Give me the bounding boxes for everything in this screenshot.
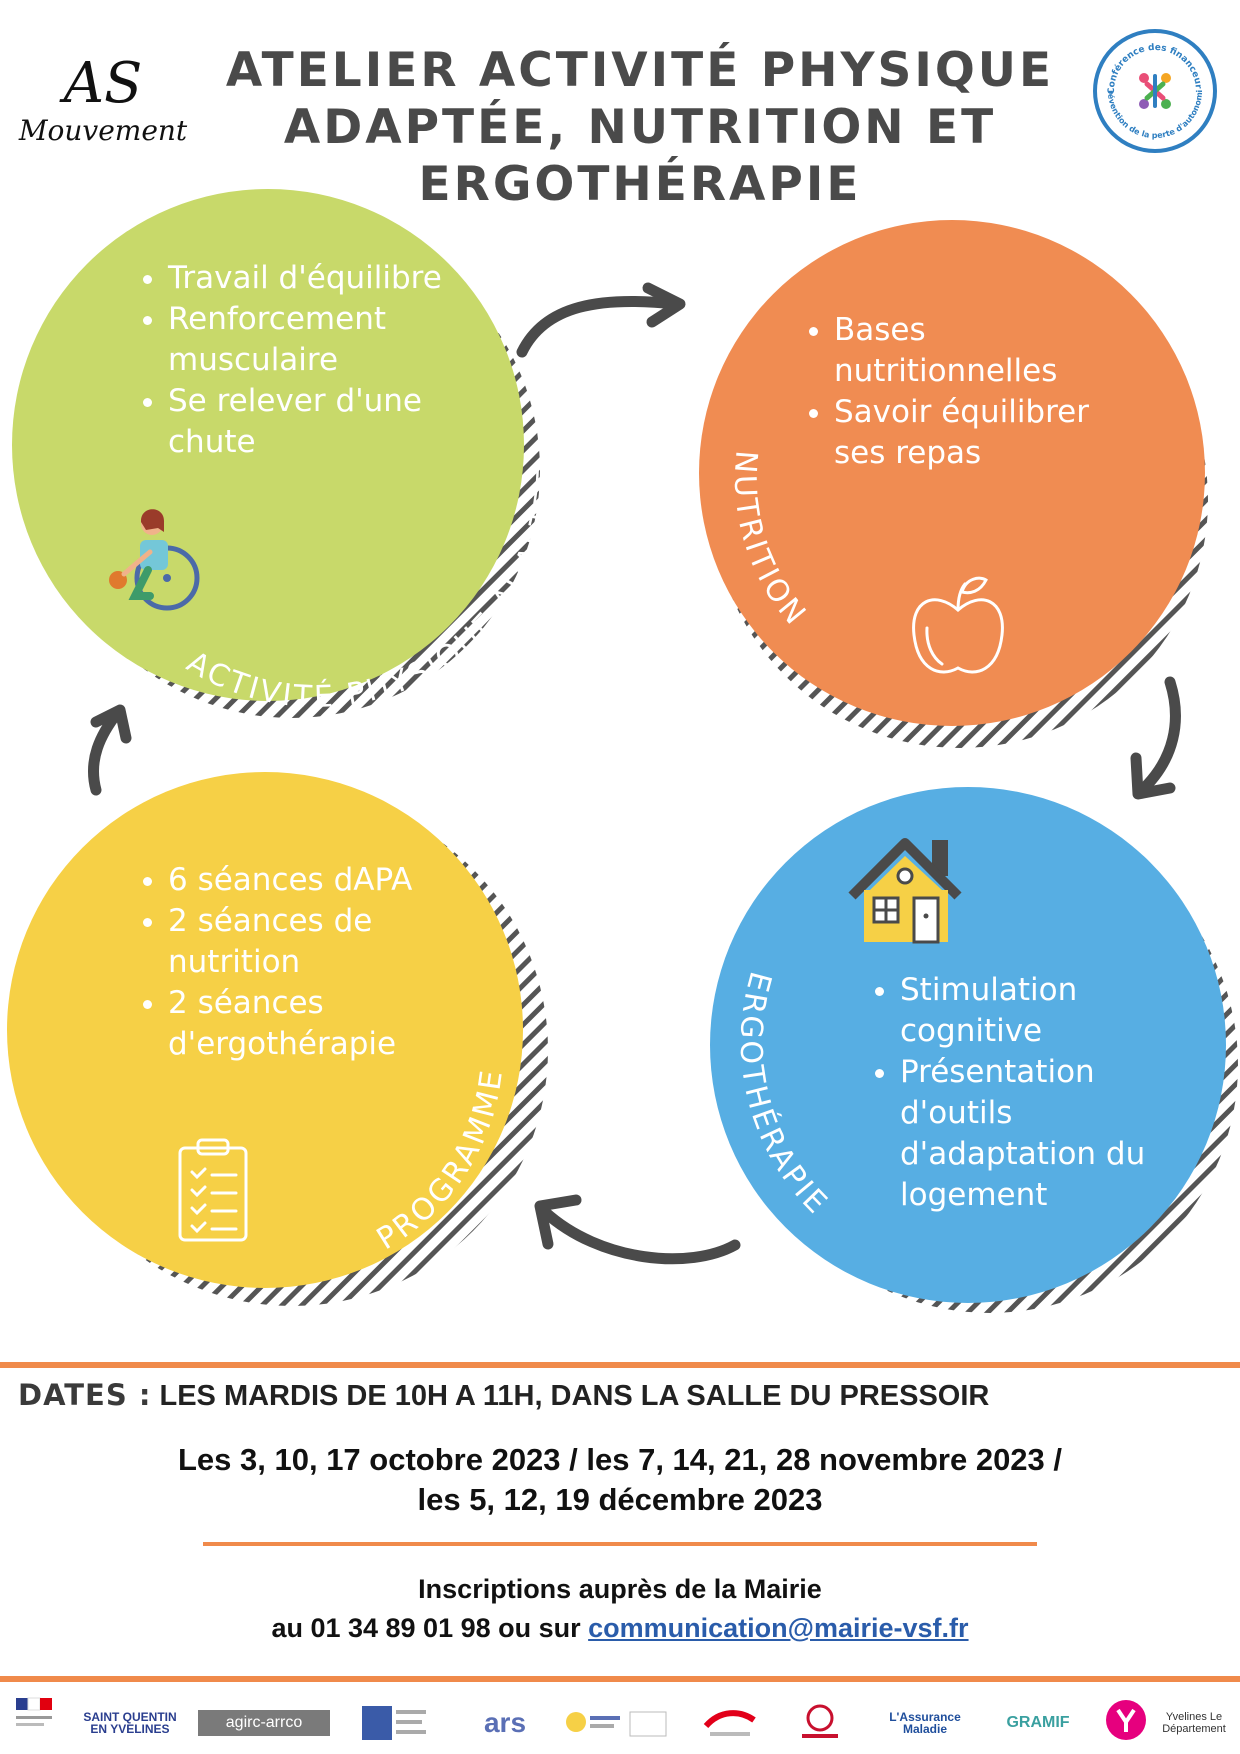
partner-logo-yvelines: Yvelines Le Département: [1162, 1711, 1226, 1735]
list-item: Se relever d'une chute: [168, 381, 474, 463]
page-title: ATELIER ACTIVITÉ PHYSIQUE ADAPTÉE, NUTRI…: [225, 43, 1055, 212]
as-mouvement-logo: AS Mouvement: [18, 51, 188, 147]
apa-circle: [12, 189, 524, 701]
ergo-circle: [710, 787, 1226, 1303]
brand-logo-line2: Mouvement: [18, 114, 188, 147]
inscriptions-phone: au 01 34 89 01 98 ou sur: [271, 1613, 589, 1643]
dates-label: DATES :: [18, 1378, 152, 1412]
dates-header: DATES : LES MARDIS DE 10H A 11H, DANS LA…: [18, 1378, 1238, 1413]
house-icon: [848, 838, 962, 944]
wheelchair-player-icon: [109, 509, 200, 611]
bottom-divider: [0, 1676, 1240, 1682]
program-diagram: ACTIVITÉ PHYSIQUE ADAPTÉE NUTRITION ERGO…: [7, 189, 1238, 1313]
nutrition-items: Bases nutritionnelles Savoir équilibrer …: [800, 310, 1100, 474]
programme-circle: [7, 772, 523, 1288]
inscriptions-line-2: au 01 34 89 01 98 ou sur communication@m…: [40, 1609, 1200, 1648]
conference-financeurs-logo: Conférence des financeurs Prévention de …: [1092, 28, 1217, 153]
list-item: 6 séances dAPA: [168, 860, 454, 901]
email-link[interactable]: communication@mairie-vsf.fr: [588, 1613, 969, 1643]
inscriptions-line-1: Inscriptions auprès de la Mairie: [418, 1574, 822, 1604]
arrow-apa-to-nutrition: [516, 295, 682, 358]
brand-logo-line1: AS: [59, 51, 143, 116]
arrow-nutrition-to-ergo: [1134, 676, 1181, 798]
partner-logo-mutualite-francaise: [802, 1704, 838, 1738]
partner-logo-ars: ars: [483, 1707, 527, 1738]
partner-logo-gramif: GRAMIF: [1006, 1714, 1070, 1731]
list-item: Bases nutritionnelles: [834, 310, 1100, 392]
nutrition-circle: [699, 220, 1205, 726]
top-divider: [0, 1362, 1240, 1368]
partner-logo-yvelines-icon: [1106, 1700, 1146, 1740]
dates-list: Les 3, 10, 17 octobre 2023 / les 7, 14, …: [40, 1440, 1200, 1520]
dates-line-1: Les 3, 10, 17 octobre 2023 / les 7, 14, …: [177, 1442, 1063, 1477]
list-item: Savoir équilibrer ses repas: [834, 392, 1100, 474]
arrow-ergo-to-programme: [539, 1206, 741, 1265]
list-item: 2 séances de nutrition: [168, 901, 454, 983]
apa-items: Travail d'équilibre Renforcement muscula…: [134, 258, 474, 463]
ergo-items: Stimulation cognitive Présentation d'out…: [866, 970, 1186, 1216]
republique-francaise-logo: [16, 1697, 52, 1726]
list-item: Travail d'équilibre: [168, 258, 474, 299]
partner-logo-securite-sociale: [566, 1711, 667, 1737]
partner-logo-agirc-arrco: agirc-arrco: [198, 1710, 330, 1736]
people-icon: [1139, 73, 1171, 109]
middle-divider: [203, 1542, 1037, 1546]
list-item: Stimulation cognitive: [900, 970, 1186, 1052]
partner-logo-assurance-maladie: L'Assurance Maladie: [889, 1710, 961, 1736]
partner-logo-sqy: SAINT QUENTIN EN YVELINES: [83, 1710, 177, 1736]
programme-items: 6 séances dAPA 2 séances de nutrition 2 …: [134, 860, 454, 1065]
dates-schedule: LES MARDIS DE 10H A 11H, DANS LA SALLE D…: [159, 1380, 990, 1412]
inscriptions: Inscriptions auprès de la Mairie au 01 3…: [40, 1570, 1200, 1648]
list-item: Renforcement musculaire: [168, 299, 474, 381]
list-item: 2 séances d'ergothérapie: [168, 983, 454, 1065]
partner-logo-msa: [362, 1706, 426, 1740]
list-item: Présentation d'outils d'adaptation du lo…: [900, 1052, 1186, 1216]
dates-line-2: les 5, 12, 19 décembre 2023: [417, 1482, 823, 1517]
apple-icon: [912, 576, 1004, 674]
partner-logo-agence-nationale-habitat: [703, 1710, 756, 1736]
clipboard-icon: [178, 1138, 248, 1242]
